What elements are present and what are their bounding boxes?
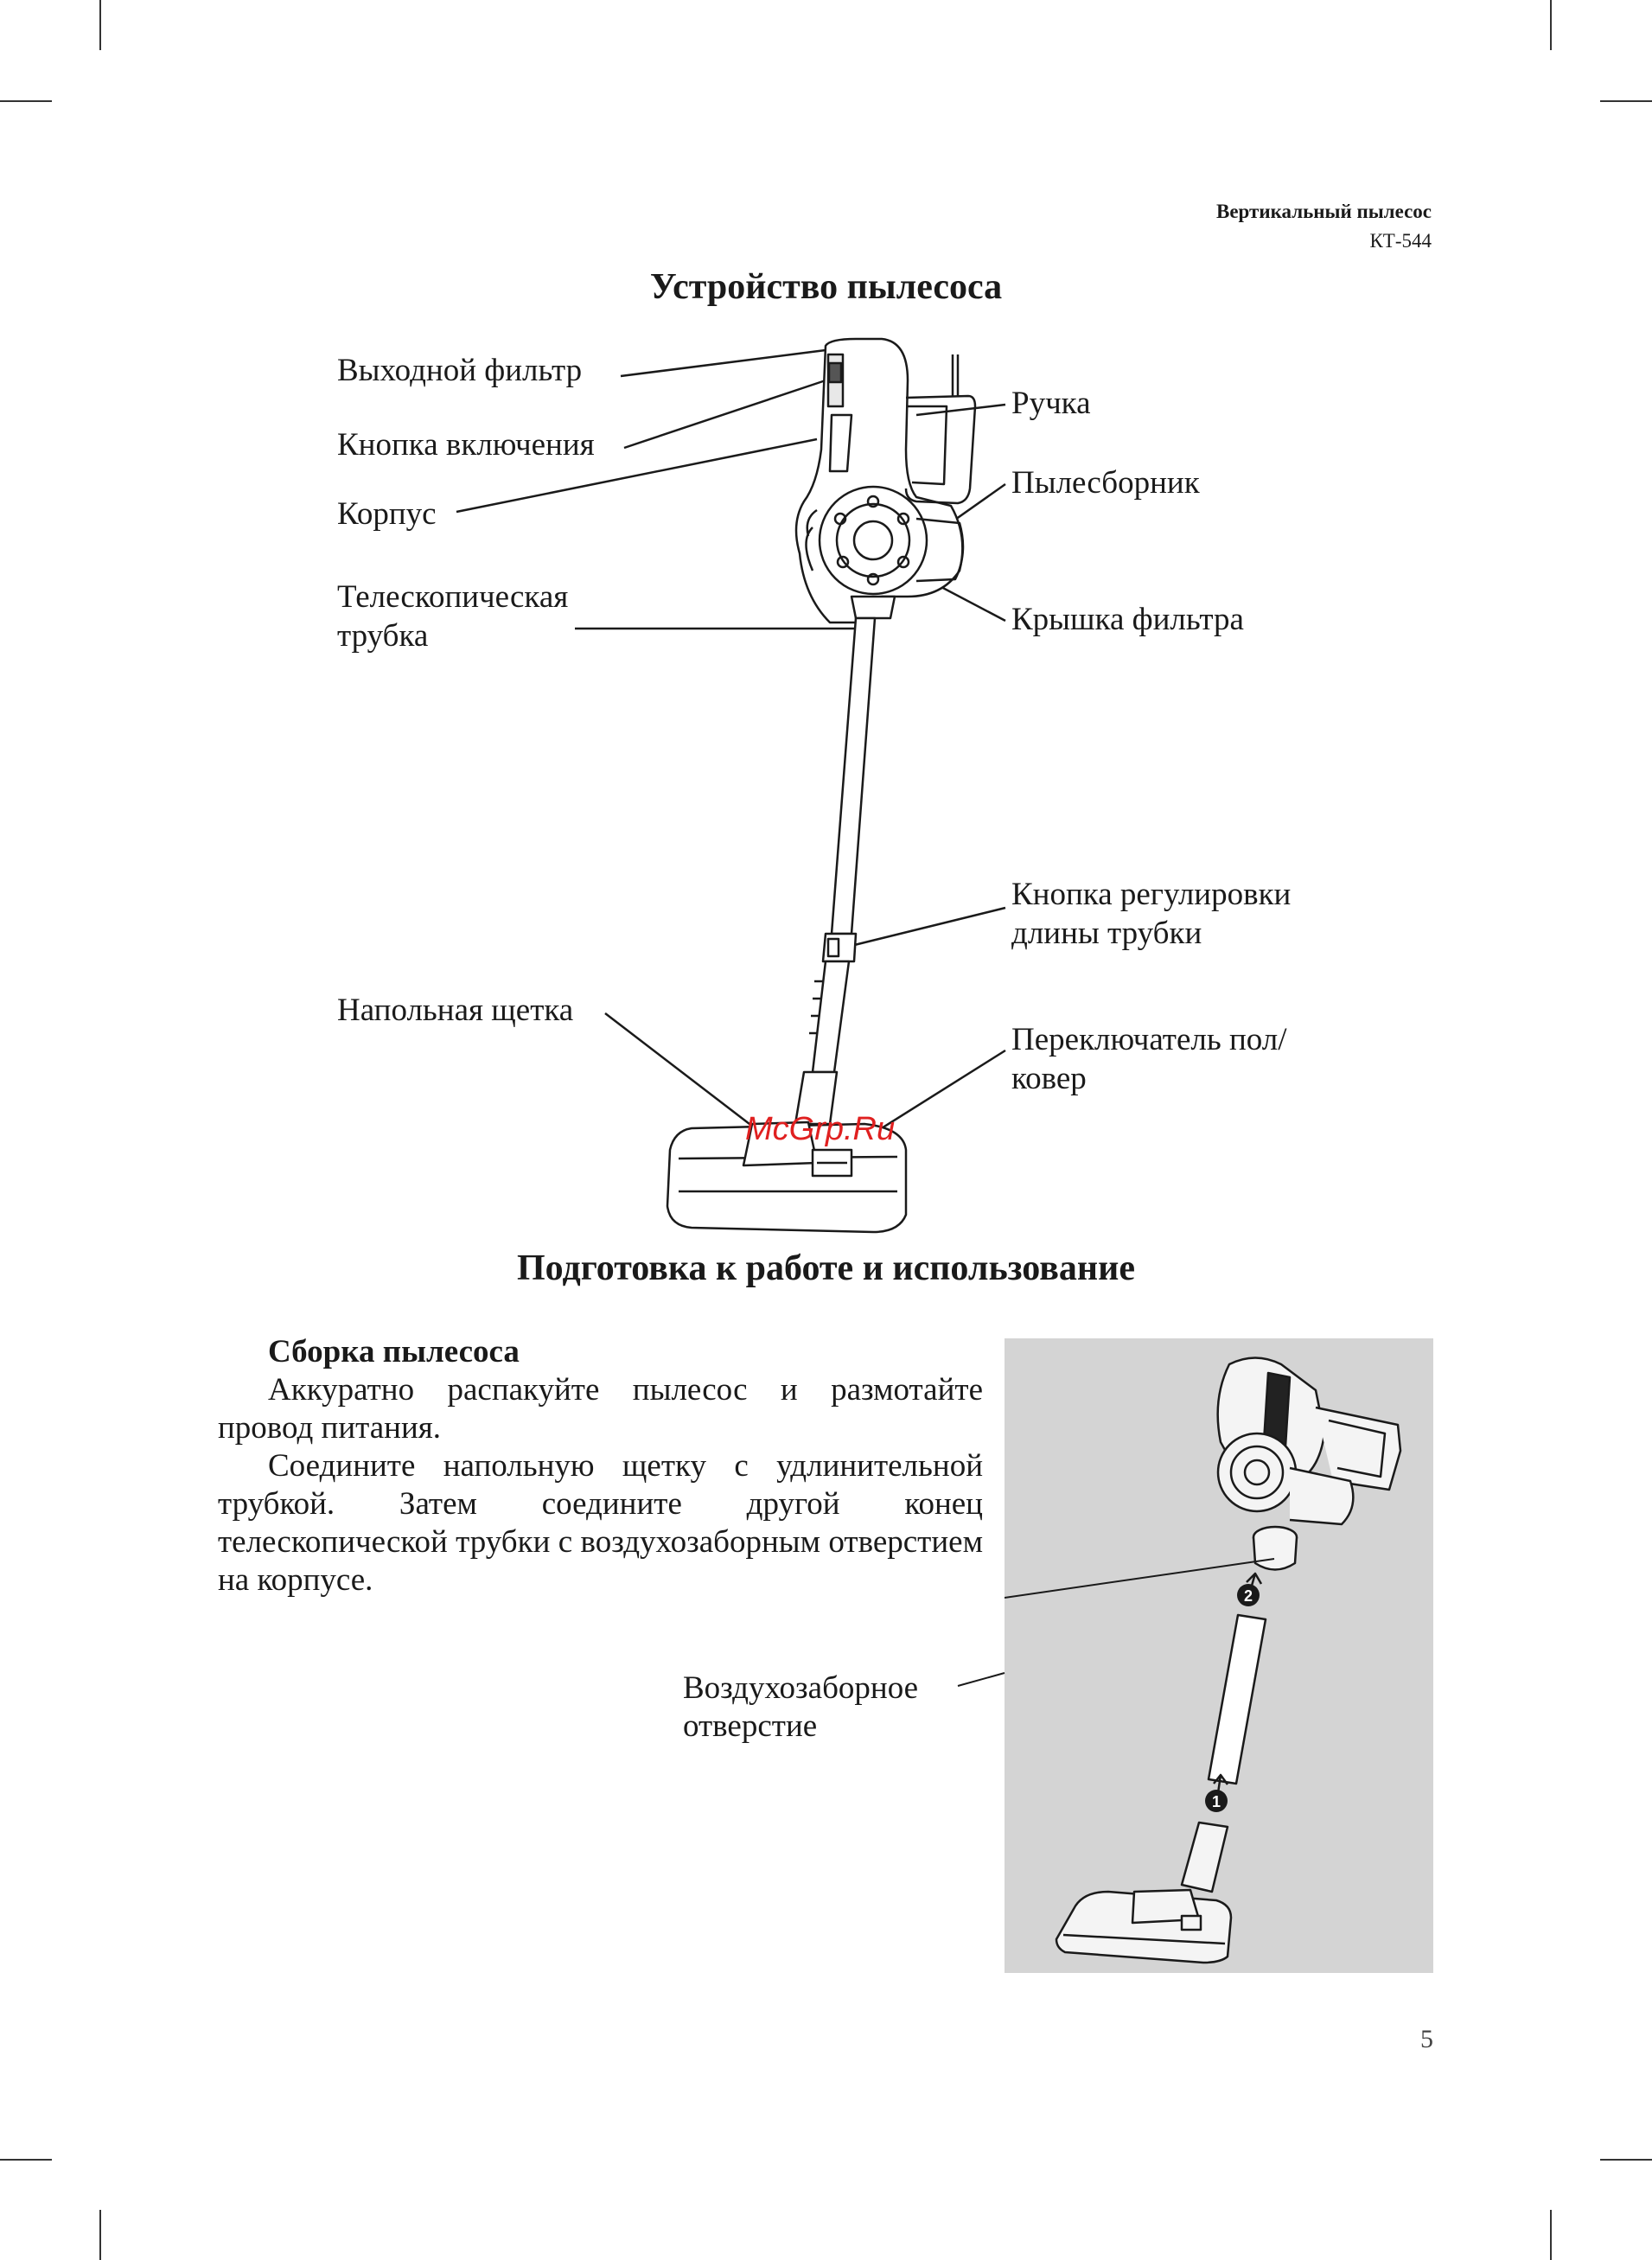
step-1-marker: [1205, 1790, 1228, 1812]
assembly-paragraph-2: Соедините напольную щетку с удлинительно…: [218, 1448, 983, 1598]
assembly-subtitle: Сборка пылесоса: [268, 1334, 520, 1369]
label-handle: Ручка: [1011, 386, 1091, 421]
step-2-number: 2: [1244, 1587, 1253, 1605]
label-exhaust-filter: Выходной фильтр: [337, 353, 583, 388]
section-title-preparation: Подготовка к работе и использование: [517, 1248, 1135, 1288]
watermark: McGrp.Ru: [745, 1111, 896, 1147]
label-length-button-l2: длины трубки: [1011, 916, 1202, 951]
crop-mark: [1600, 100, 1652, 102]
label-filter-cover: Крышка фильтра: [1011, 602, 1244, 637]
assembly-text: Сборка пылесоса Аккуратно распакуйте пыл…: [218, 1333, 983, 1599]
assembly-illustration: 1 2: [1005, 1338, 1433, 1973]
label-intake-l2: отверстие: [683, 1708, 818, 1744]
section-title-device: Устройство пылесоса: [649, 267, 1003, 307]
header-product-type: Вертикальный пылесос: [1216, 201, 1432, 222]
step-2-marker: [1237, 1584, 1260, 1606]
crop-mark: [1550, 2210, 1552, 2260]
label-power-button: Кнопка включения: [337, 427, 595, 463]
running-header: Вертикальный пылесос КТ-544: [1216, 197, 1432, 256]
label-housing: Корпус: [337, 496, 437, 532]
page-number: 5: [1420, 2025, 1433, 2053]
label-intake-l1: Воздухозаборное: [683, 1670, 919, 1706]
label-length-button-l1: Кнопка регулировки: [1011, 877, 1292, 912]
crop-mark: [99, 0, 101, 50]
label-floor-brush: Напольная щетка: [337, 993, 574, 1028]
label-telescopic-tube-l1: Телескопическая: [337, 579, 569, 615]
label-switch-l2: ковер: [1011, 1061, 1087, 1096]
assembly-drawing: 1 2: [1005, 1357, 1402, 1964]
crop-mark: [0, 2159, 52, 2161]
assembly-paragraph-1: Аккуратно распакуйте пылесос и размотайт…: [218, 1372, 983, 1446]
crop-mark: [1550, 0, 1552, 50]
step-1-number: 1: [1212, 1793, 1221, 1810]
label-dust-container: Пылесборник: [1011, 465, 1200, 501]
label-telescopic-tube-l2: трубка: [337, 618, 429, 654]
crop-mark: [0, 100, 52, 102]
crop-mark: [99, 2210, 101, 2260]
label-switch-l1: Переключатель пол/: [1011, 1022, 1287, 1057]
header-model: КТ-544: [1369, 230, 1432, 252]
crop-mark: [1600, 2159, 1652, 2161]
